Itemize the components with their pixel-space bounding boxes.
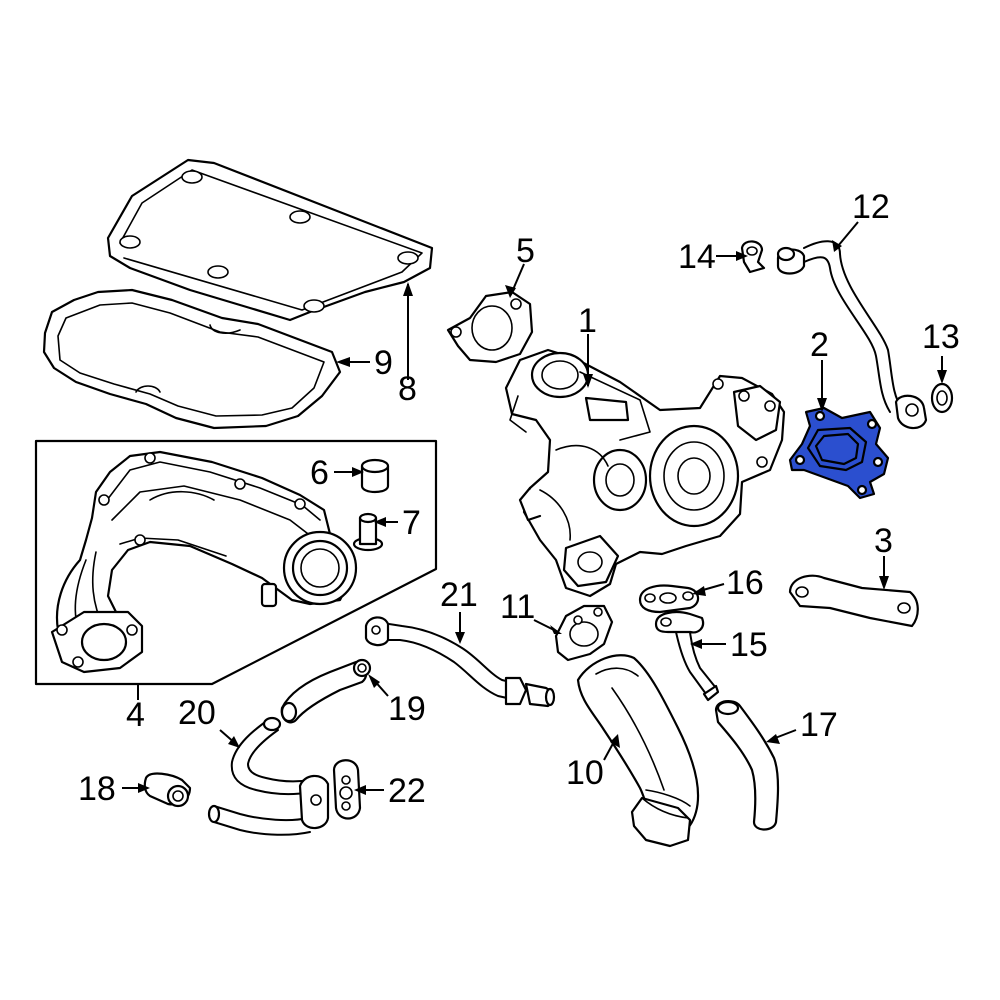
callout-16: 16	[726, 564, 764, 602]
callout-1: 1	[578, 302, 597, 340]
part-22-gasket	[332, 759, 362, 820]
callout-11: 11	[500, 588, 535, 626]
part-6-cap	[360, 458, 390, 494]
part-14-clip	[740, 240, 766, 274]
callout-14: 14	[678, 238, 716, 276]
part-11-flange-gasket	[554, 604, 614, 662]
callout-4: 4	[126, 696, 145, 734]
part-21-water-pipe	[364, 616, 556, 708]
part-4-group-box	[34, 439, 438, 686]
callout-6: 6	[310, 454, 329, 492]
callout-10: 10	[566, 754, 604, 792]
callout-17: 17	[800, 706, 838, 744]
part-15-oil-return-pipe	[654, 611, 720, 702]
callout-12: 12	[852, 188, 890, 226]
part-1-turbocharger	[504, 348, 786, 598]
part-10-downpipe	[576, 654, 700, 848]
part-17-hose	[714, 700, 780, 831]
callout-2: 2	[810, 326, 829, 364]
callout-18: 18	[78, 770, 116, 808]
part-7-bushing	[352, 512, 384, 552]
part-13-washer	[930, 382, 954, 414]
part-5-flange-gasket	[446, 290, 534, 364]
callout-3: 3	[874, 522, 893, 560]
callout-13: 13	[922, 318, 960, 356]
part-2-turbo-gasket	[788, 406, 890, 500]
part-9-gasket	[42, 288, 342, 430]
part-8-cover	[106, 158, 434, 322]
callout-20: 20	[178, 694, 216, 732]
part-4-intake-manifold	[50, 450, 358, 674]
part-20-coolant-pipe	[207, 716, 330, 836]
part-18-hose-end	[143, 772, 192, 808]
part-3-bracket	[788, 574, 919, 628]
callout-19: 19	[388, 690, 426, 728]
callout-7: 7	[402, 504, 421, 542]
callout-5: 5	[516, 232, 535, 270]
callout-8: 8	[398, 370, 417, 408]
callout-15: 15	[730, 626, 768, 664]
callout-9: 9	[374, 344, 393, 382]
callout-21: 21	[440, 576, 478, 614]
callout-labels: 1 2 3 4 5 6 7 8 9 10 11 12 13 14 15 16 1…	[78, 188, 960, 810]
callout-22: 22	[388, 772, 426, 810]
leader-lines	[122, 221, 947, 795]
part-16-gasket	[638, 584, 700, 614]
part-19-short-hose	[280, 658, 372, 724]
part-12-oil-feed-pipe	[776, 240, 928, 430]
